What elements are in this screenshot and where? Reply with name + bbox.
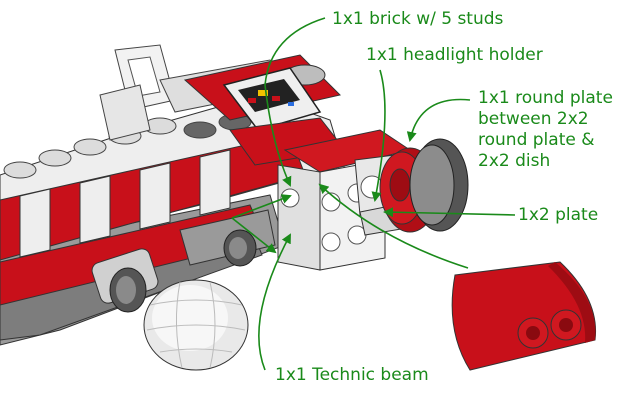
red-slope-brick bbox=[451, 261, 597, 371]
red-roof-plates bbox=[229, 117, 412, 173]
label-brick-5-studs: 1x1 brick w/ 5 studs bbox=[332, 9, 504, 29]
printed-control-tile bbox=[222, 67, 322, 131]
label-1x2-plate: 1x2 plate bbox=[518, 205, 599, 225]
white-dish-sphere bbox=[143, 279, 249, 371]
leader-brick bbox=[264, 17, 326, 187]
leader-plate-slope bbox=[318, 183, 469, 269]
leader-round-plate bbox=[406, 98, 471, 142]
label-technic-beam: 1x1 Technic beam bbox=[275, 365, 429, 385]
leader-technic-b bbox=[231, 194, 292, 219]
gray-cylinder-lower bbox=[91, 248, 159, 313]
leader-technic bbox=[258, 233, 291, 371]
label-headlight-holder: 1x1 headlight holder bbox=[366, 45, 543, 65]
leader-lines bbox=[231, 17, 516, 371]
leader-plate bbox=[383, 207, 516, 218]
gray-cylinder-upper bbox=[223, 229, 257, 267]
leader-technic-c bbox=[231, 217, 277, 254]
gray-dish bbox=[409, 138, 469, 232]
leader-headlight bbox=[371, 69, 386, 202]
label-round-plate: 1x1 round plate between 2x2 round plate … bbox=[478, 88, 613, 171]
